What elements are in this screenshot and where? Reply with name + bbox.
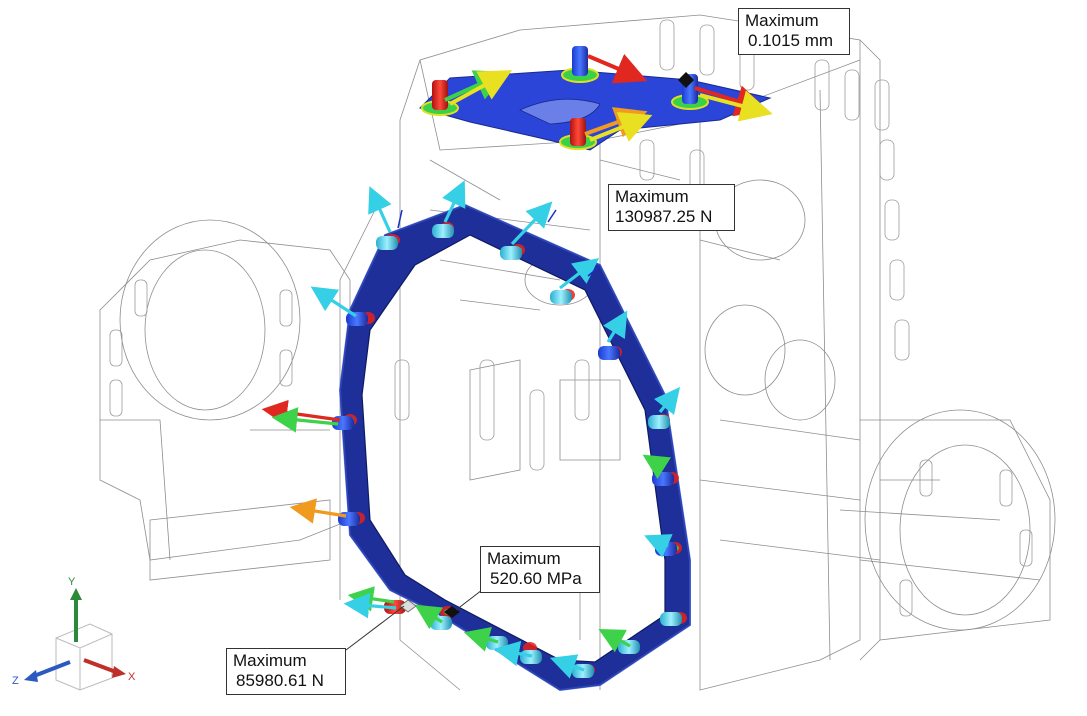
max-stress-callout: Maximum 520.60 MPa bbox=[480, 546, 600, 593]
callout-value: 520.60 MPa bbox=[490, 569, 582, 588]
callout-heading: Maximum bbox=[233, 651, 307, 670]
max-force-bottom-callout: Maximum 85980.61 N bbox=[226, 648, 346, 695]
callout-leaders bbox=[345, 589, 483, 651]
top-plate-contour bbox=[419, 46, 773, 151]
flange-ring-contour bbox=[261, 180, 691, 692]
axis-triad[interactable]: Y X Z bbox=[12, 576, 136, 691]
callout-value: 130987.25 N bbox=[615, 207, 713, 226]
callout-value: 85980.61 N bbox=[236, 671, 324, 690]
callout-heading: Maximum bbox=[745, 11, 819, 30]
max-force-top-callout: Maximum 130987.25 N bbox=[608, 184, 735, 231]
triad-z-label: Z bbox=[12, 675, 19, 687]
callout-value: 0.1015 mm bbox=[748, 31, 834, 50]
max-displacement-callout: Maximum 0.1015 mm bbox=[738, 8, 850, 55]
callout-heading: Maximum bbox=[615, 187, 689, 206]
callout-heading: Maximum bbox=[487, 549, 561, 568]
triad-y-label: Y bbox=[68, 576, 76, 588]
triad-x-label: X bbox=[128, 671, 136, 683]
